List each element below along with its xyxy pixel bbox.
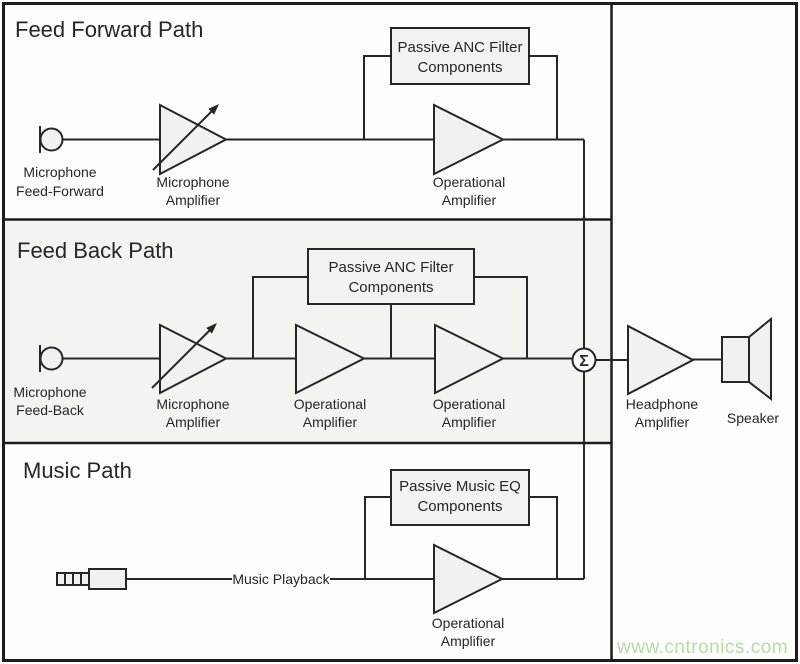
music-playback-label: Music Playback <box>232 571 330 587</box>
ff-op-amp-symbol <box>433 103 506 176</box>
microphone-feed-back-icon <box>39 345 64 372</box>
music-eq-line1: Passive Music EQ <box>399 478 521 495</box>
feed-forward-title: Feed Forward Path <box>15 17 203 42</box>
ff-op-amp-label-line2: Amplifier <box>442 192 497 208</box>
music-wires <box>126 371 585 580</box>
speaker-icon <box>721 316 772 402</box>
gain-arrow-head-icon <box>206 323 217 334</box>
gain-arrow-head-icon <box>208 104 219 115</box>
gain-arrow <box>152 110 213 171</box>
ff-op-amp-label-line1: Operational <box>433 174 505 190</box>
music-section: Music Path Music Playback Passive Music … <box>23 371 585 649</box>
headphone-amp-symbol <box>627 324 696 396</box>
fb-op-amp1-symbol <box>295 323 367 395</box>
output-section: Σ Headphone Amplifier Speaker <box>571 316 779 430</box>
feed-back-wires <box>62 276 573 360</box>
music-eq-box <box>390 469 530 526</box>
amplifier-triangle <box>159 323 229 395</box>
speaker-driver <box>721 336 750 383</box>
microphone-circle <box>39 346 64 371</box>
ff-anc-filter-line1: Passive ANC Filter <box>397 39 522 56</box>
fb-op-amp2-symbol <box>434 323 506 395</box>
mic-fb-label-line1: Microphone <box>13 384 86 400</box>
music-op-amp-symbol <box>433 543 505 615</box>
microphone-circle <box>39 127 64 152</box>
ff-mic-amp-label-line2: Amplifier <box>166 192 221 208</box>
fb-mic-amp-label-line2: Amplifier <box>166 414 221 430</box>
mic-ff-label-line2: Feed-Forward <box>16 183 104 199</box>
output-wires <box>595 358 722 361</box>
fb-anc-filter-box <box>307 248 475 305</box>
headphone-amp-label-line1: Headphone <box>626 396 699 412</box>
ff-anc-filter-line2: Components <box>417 59 502 76</box>
headphone-amp-label-line2: Amplifier <box>635 414 690 430</box>
fb-op-amp2-label-line2: Amplifier <box>442 414 497 430</box>
ff-microphone-amplifier-symbol <box>152 103 229 176</box>
audio-jack-icon <box>56 568 127 590</box>
amplifier-triangle <box>159 103 229 176</box>
speaker-horn <box>748 316 772 402</box>
music-op-amp-label-line2: Amplifier <box>441 633 496 649</box>
music-eq-line2: Components <box>417 498 502 515</box>
jack-body <box>88 568 127 590</box>
microphone-feed-forward-icon <box>39 126 64 153</box>
music-op-amp-label-line1: Operational <box>432 615 504 631</box>
fb-anc-filter-line1: Passive ANC Filter <box>328 259 453 276</box>
feed-back-section: Feed Back Path Microphone Feed-Back Micr… <box>13 238 573 430</box>
fb-microphone-amplifier-symbol <box>151 323 229 395</box>
mic-fb-label-line2: Feed-Back <box>16 402 85 418</box>
fb-mic-amp-label-line1: Microphone <box>156 396 229 412</box>
ff-mic-amp-label-line1: Microphone <box>156 174 229 190</box>
mic-ff-label-line1: Microphone <box>23 164 96 180</box>
fb-op-amp1-label-line1: Operational <box>294 396 366 412</box>
sum-symbol: Σ <box>579 353 589 370</box>
watermark-text: www.cntronics.com <box>616 637 788 658</box>
ff-anc-filter-box <box>390 27 530 85</box>
fb-op-amp1-label-line2: Amplifier <box>303 414 358 430</box>
gain-arrow <box>151 329 211 389</box>
feed-forward-section: Feed Forward Path Microphone Feed-Forwar… <box>15 17 585 349</box>
feed-forward-wires <box>62 55 585 349</box>
fb-anc-filter-line2: Components <box>348 279 433 296</box>
feed-back-title: Feed Back Path <box>17 238 174 263</box>
summing-node-icon <box>571 347 597 373</box>
music-title: Music Path <box>23 458 132 483</box>
fb-op-amp2-label-line1: Operational <box>433 396 505 412</box>
speaker-label: Speaker <box>727 410 779 426</box>
